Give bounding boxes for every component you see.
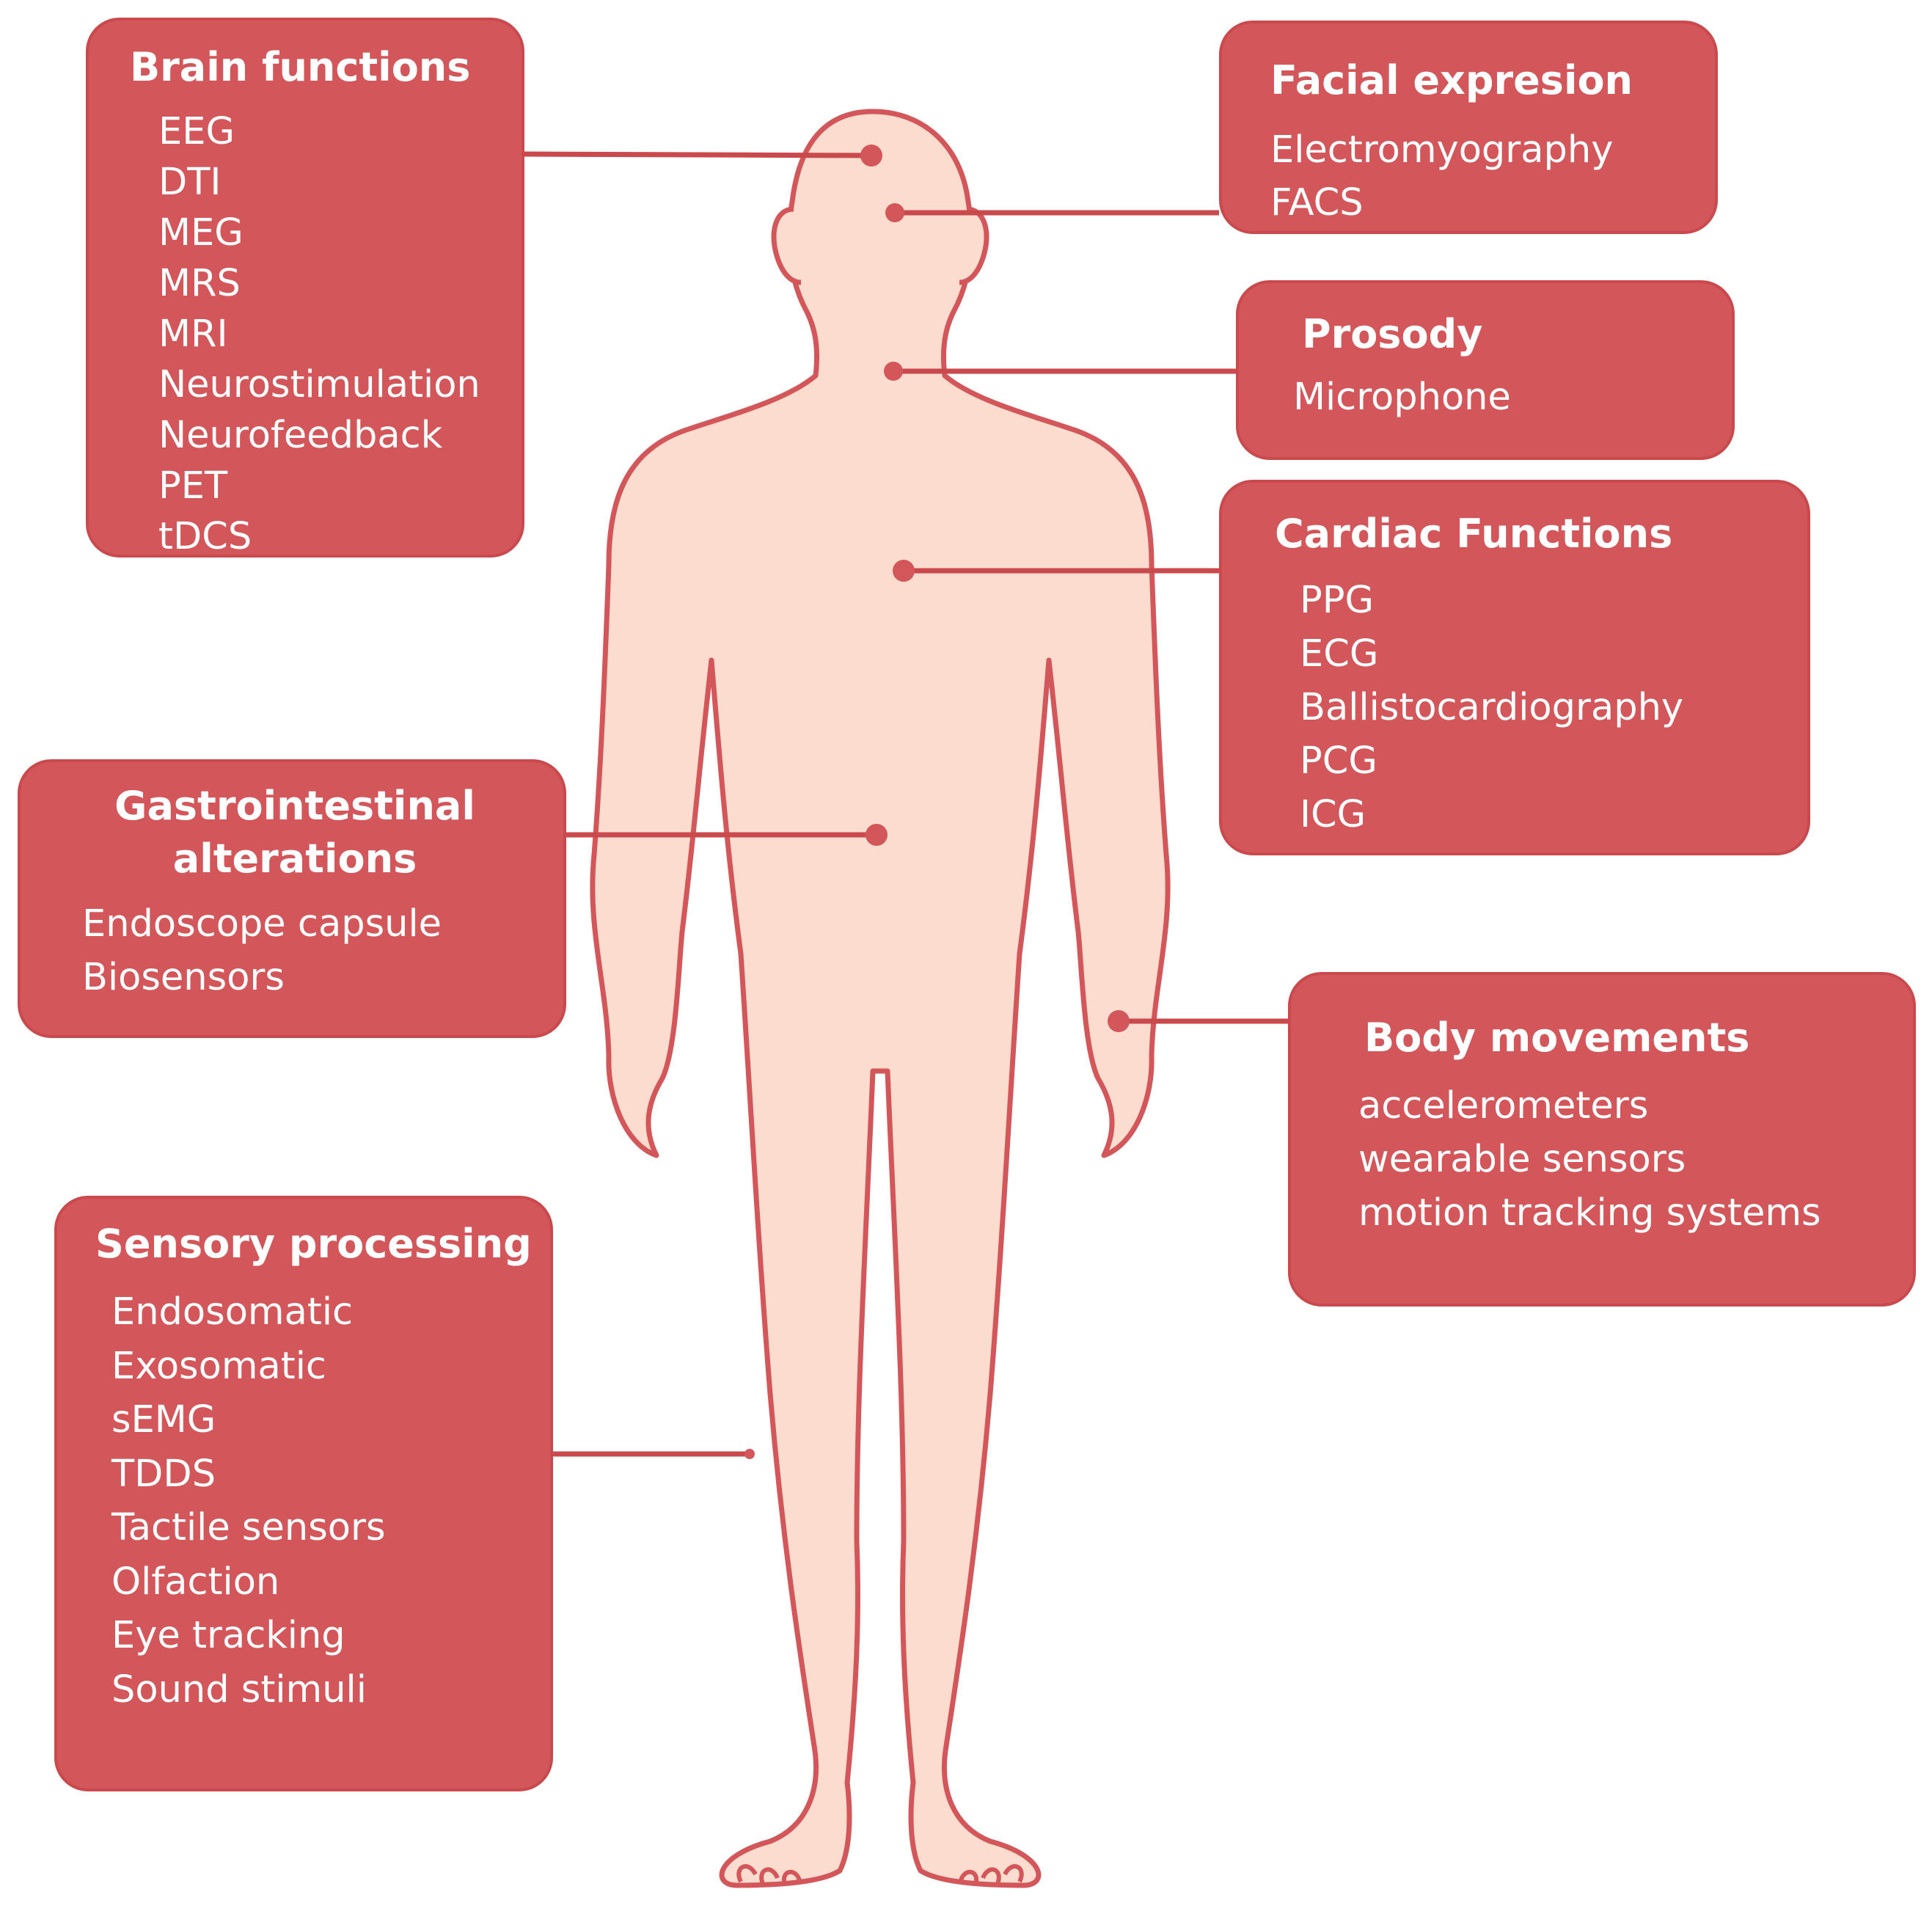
list-item: Eye tracking [111,1614,345,1657]
connector-sensory [553,1449,755,1459]
gastrointestinal-box: Gastrointestinal alterations Endoscope c… [18,759,566,1038]
connector-prosody [884,362,1236,381]
list-item: sEMG [111,1398,216,1442]
list-item: Neurofeedback [158,414,443,457]
gastrointestinal-title-line1: Gastrointestinal [114,783,475,829]
brain-functions-title: Brain functions [130,44,471,90]
list-item: MEG [158,211,244,255]
list-item: Biosensors [82,956,285,999]
list-item: accelerometers [1358,1084,1649,1128]
list-item: Endosomatic [111,1290,354,1334]
left-ear-outline [771,206,802,285]
gastrointestinal-title: Gastrointestinal alterations [21,780,569,885]
list-item: Sound stimuli [111,1667,367,1711]
list-item: DTI [158,161,222,204]
facial-expression-title: Facial expresion [1270,57,1633,103]
list-item: PET [158,464,228,508]
body-movements-list: accelerometers wearable sensors motion tra… [1358,1079,1821,1240]
cardiac-functions-title: Cardiac Functions [1275,511,1673,557]
list-item: tDCS [158,515,252,558]
prosody-list: Microphone [1293,371,1511,424]
list-item: Exosomatic [111,1344,326,1388]
cardiac-functions-box: Cardiac Functions PPG ECG Ballistocardiogr… [1219,480,1810,855]
connector-facial [885,203,1219,222]
prosody-box: Prosody Microphone [1236,280,1735,460]
list-item: ECG [1300,632,1379,676]
gastrointestinal-title-line2: alterations [172,836,417,882]
brain-functions-box: Brain functions EEG DTI MEG MRS MRI Neurostim… [86,18,524,558]
list-item: MRI [158,313,228,356]
list-item: wearable sensors [1358,1138,1686,1181]
list-item: PPG [1300,579,1375,622]
list-item: Neurostimulation [158,363,480,406]
list-item: ICG [1300,793,1366,836]
connector-brain [524,145,882,167]
toes-right [959,1864,1024,1885]
list-item: motion tracking systems [1358,1191,1821,1235]
human-body-silhouette [590,109,1171,1888]
body-movements-box: Body movements accelerometers wearable se… [1288,972,1916,1307]
body-movements-title: Body movements [1364,1015,1750,1061]
list-item: EEG [158,110,235,153]
list-item: Ballistocardiography [1300,686,1684,729]
connector-body-movements [1108,1010,1288,1032]
list-item: Endoscope capsule [82,902,442,946]
list-item: Olfaction [111,1560,280,1604]
list-item: FACS [1270,181,1364,224]
sensory-processing-title: Sensory processing [95,1221,532,1267]
list-item: Microphone [1293,376,1511,419]
list-item: Electromyography [1270,128,1614,172]
prosody-title: Prosody [1302,311,1483,357]
list-item: TDDS [111,1452,216,1496]
list-item: PCG [1300,739,1377,783]
toes-left [736,1864,802,1885]
list-item: MRS [158,262,241,305]
connector-gastro [566,824,888,846]
connector-cardiac [893,560,1219,582]
list-item: Tactile sensors [111,1506,386,1549]
